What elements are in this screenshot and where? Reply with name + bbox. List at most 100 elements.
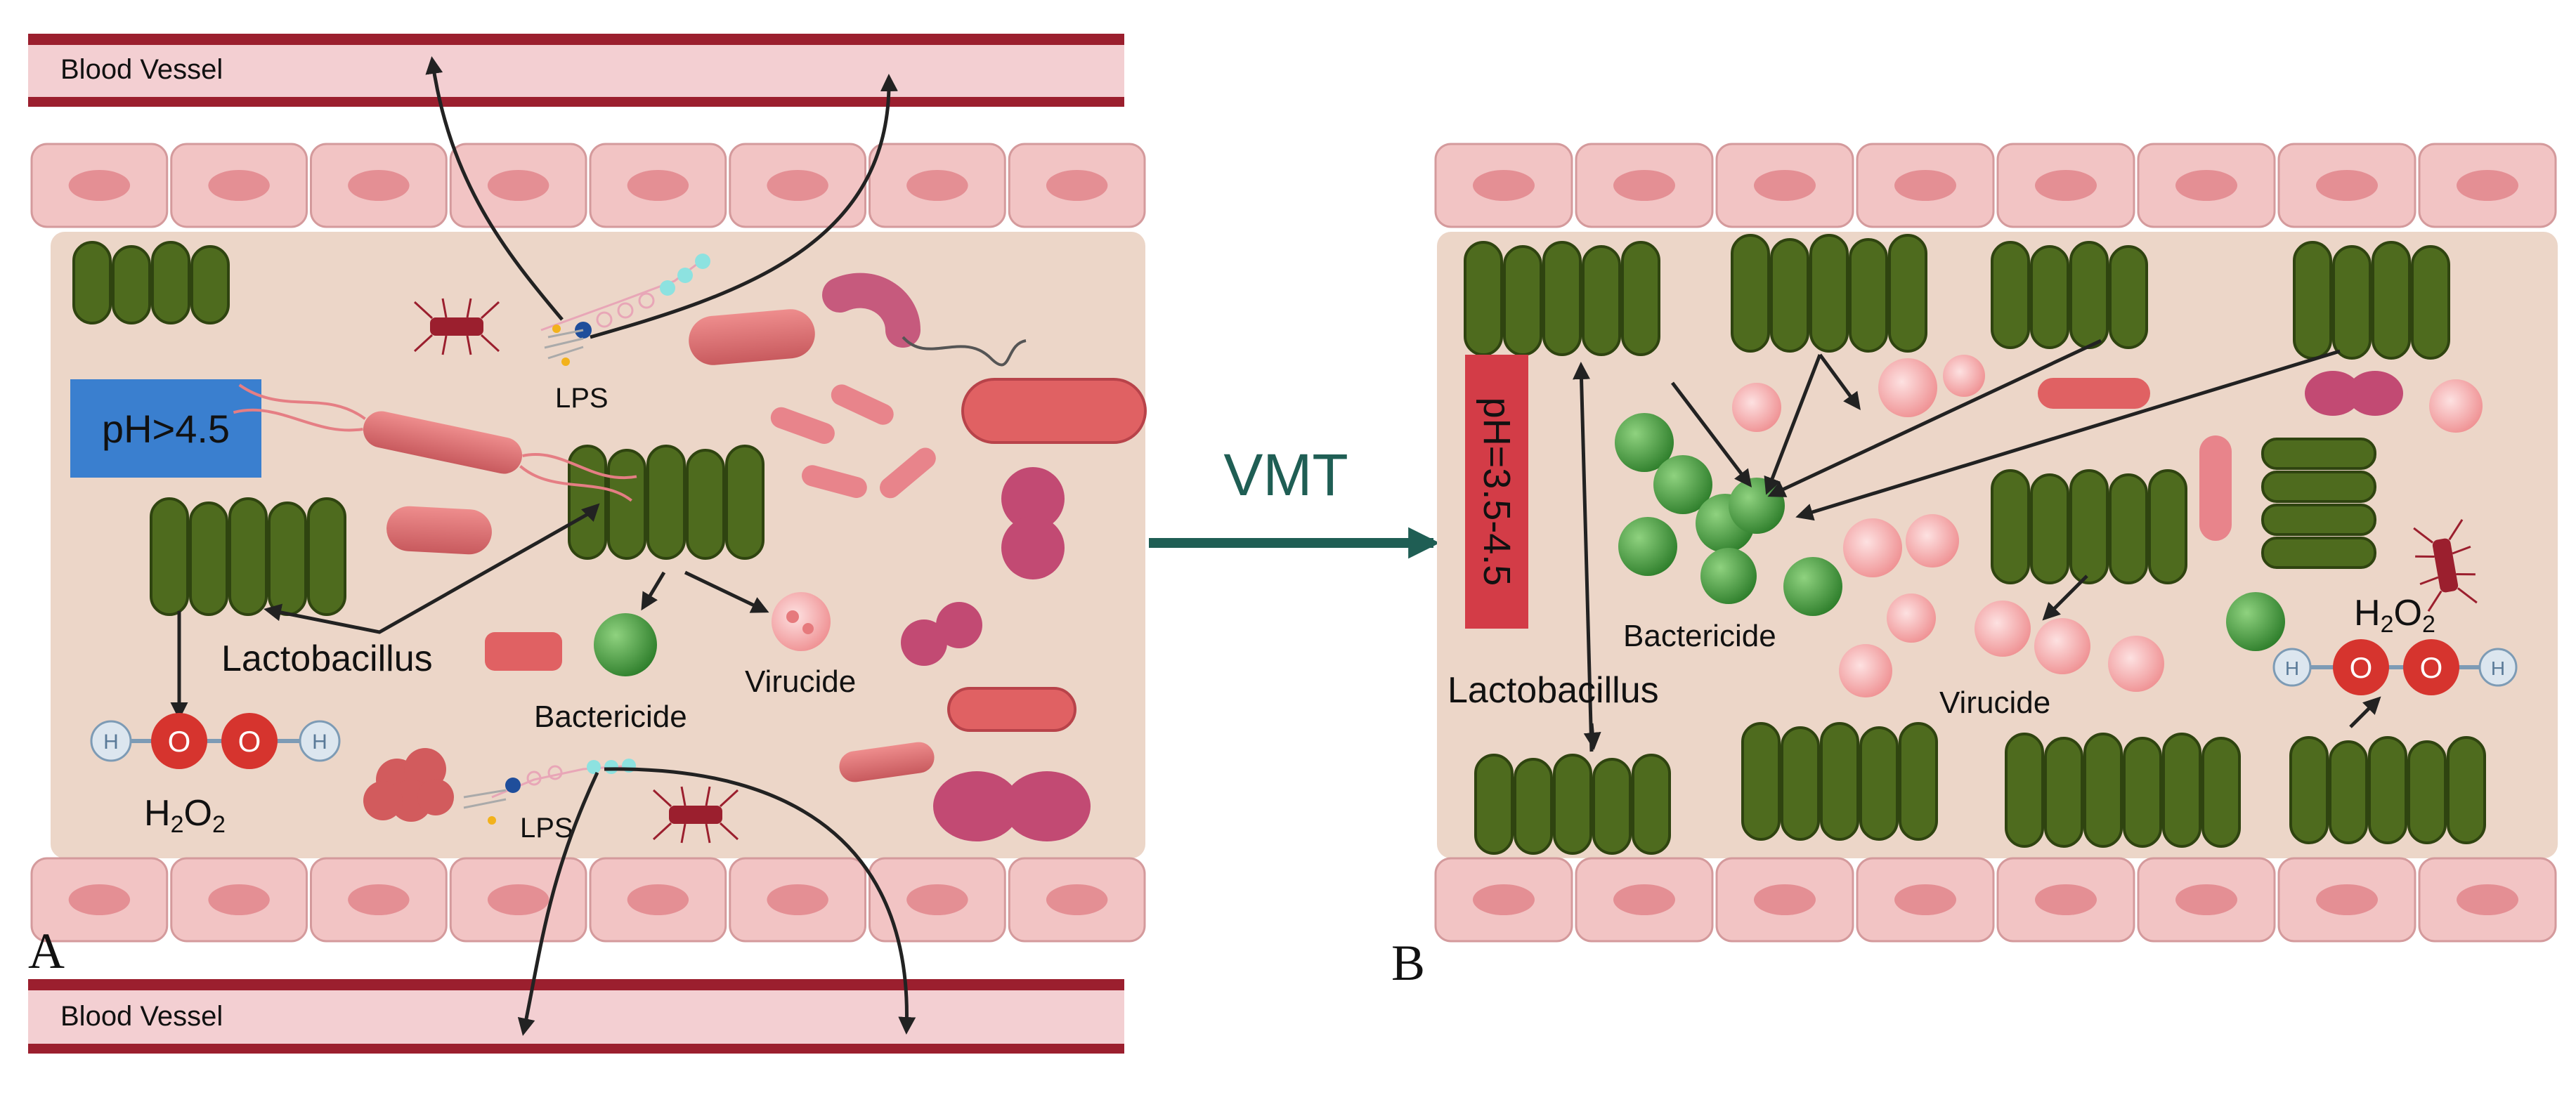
lactobacillus-rod — [2407, 740, 2447, 844]
virucide-cluster-b: Virucide — [1732, 355, 2483, 720]
h2o2-molecule-a: H O O H H2O2 — [90, 713, 341, 838]
blood-vessel-top: Blood Vessel — [28, 34, 1124, 107]
lactobacillus-rod — [2372, 241, 2411, 360]
ph-indicator-b: pH=3.5-4.5 — [1465, 355, 1528, 629]
epithelial-nucleus — [1754, 170, 1816, 201]
lactobacillus-cluster-b8 — [2005, 733, 2241, 848]
lactobacillus-rod — [1809, 234, 1849, 353]
ph-label-a: pH>4.5 — [102, 407, 230, 451]
h2o2-formula-b: H2O2 — [2354, 593, 2435, 638]
lactobacillus-rod — [1621, 241, 1660, 356]
lactobacillus-cluster-b2 — [1731, 234, 1927, 353]
epithelial-nucleus — [2175, 170, 2237, 201]
lactobacillus-rod — [1820, 722, 1859, 841]
epithelium-top-b — [1434, 143, 2557, 228]
epithelial-nucleus — [68, 884, 131, 915]
lactobacillus-rod — [2447, 736, 2486, 844]
lactobacillus-rod — [2005, 733, 2044, 848]
epithelial-nucleus — [68, 170, 131, 201]
lactobacillus-rod — [568, 445, 607, 560]
epithelial-nucleus — [906, 884, 968, 915]
lactobacillus-rod — [1503, 245, 1542, 356]
lactobacillus-rod — [1632, 754, 1671, 855]
lactobacillus-rod — [1542, 241, 1582, 356]
epithelial-nucleus — [2457, 170, 2518, 201]
h2o2-atom-o2-a: O — [238, 725, 261, 758]
lactobacillus-rod — [228, 497, 268, 616]
bacterium-spiky-rod-2 — [386, 506, 492, 555]
epithelial-nucleus — [1613, 884, 1675, 915]
lactobacillus-rod — [1474, 754, 1514, 855]
bactericide-cluster-b: Bactericide — [1615, 413, 2285, 653]
bacterium-spiky-small-top — [413, 298, 500, 355]
lps-label-top: LPS — [555, 383, 609, 414]
panel-label-a: A — [28, 923, 65, 979]
lactobacillus-rod — [1592, 758, 1632, 855]
lactobacillus-rod — [686, 449, 725, 560]
lactobacillus-rod — [72, 241, 112, 324]
epithelial-nucleus — [1894, 884, 1956, 915]
lactobacillus-rod — [1770, 238, 1809, 353]
bactericide-label-b: Bactericide — [1623, 619, 1776, 653]
lactobacillus-rod — [646, 445, 686, 560]
virucide-label-a: Virucide — [745, 664, 856, 699]
bacterium-diplococcus-2 — [901, 602, 982, 666]
blood-vessel-bottom-label: Blood Vessel — [60, 1001, 223, 1032]
arrows-panel-a — [170, 56, 916, 1036]
lactobacillus-cluster-b9 — [2289, 736, 2486, 844]
lactobacillus-rod — [2123, 737, 2162, 848]
bacterium-rod-b1 — [2038, 378, 2150, 409]
epithelial-nucleus — [2316, 884, 2378, 915]
lactobacillus-cluster-b3 — [1991, 241, 2148, 349]
epithelial-nucleus — [627, 884, 689, 915]
lactobacillus-cluster-b7 — [1741, 722, 1938, 841]
lactobacillus-cluster-a2 — [150, 497, 346, 616]
bacterium-clump — [363, 748, 454, 822]
epithelial-nucleus — [487, 170, 549, 201]
epithelial-nucleus — [767, 170, 828, 201]
virucide-a: Virucide — [745, 592, 856, 699]
epithelial-nucleus — [2035, 884, 2097, 915]
lactobacillus-rod — [2162, 733, 2201, 848]
bacterium-small-rod-3 — [802, 465, 867, 499]
ph-label-b: pH=3.5-4.5 — [1476, 398, 1518, 586]
lactobacillus-rod — [1582, 245, 1621, 356]
epithelial-nucleus — [1046, 884, 1108, 915]
epithelium-top — [30, 143, 1146, 228]
virucide-label-b: Virucide — [1939, 686, 2050, 720]
blood-vessel-top-label: Blood Vessel — [60, 54, 223, 85]
lactobacillus-cluster-b1 — [1464, 241, 1660, 356]
lactobacillus-rod — [1731, 234, 1770, 353]
lactobacillus-rod — [2069, 469, 2109, 584]
lactobacillus-cluster-a1 — [72, 241, 230, 324]
epithelium-bottom-b — [1434, 857, 2557, 943]
lactobacillus-rod — [2289, 736, 2329, 844]
lactobacillus-rod — [2044, 737, 2083, 848]
lactobacillus-rod — [307, 497, 346, 616]
lactobacillus-rod — [2332, 245, 2372, 360]
lactobacillus-rod — [2083, 733, 2123, 848]
bacterium-vibrio — [822, 273, 1027, 367]
bacteria-group-b — [2038, 371, 2478, 612]
bacterium-diplococcus-b — [2305, 371, 2403, 416]
vmt-label: VMT — [1223, 442, 1348, 508]
epithelium-bottom — [30, 857, 1146, 943]
lactobacillus-cluster-a3 — [568, 445, 765, 560]
epithelial-nucleus — [2316, 170, 2378, 201]
epithelial-nucleus — [767, 884, 828, 915]
bacterium-diplococcus-1 — [1001, 467, 1065, 579]
bacterium-spiky-rod-1 — [689, 309, 815, 365]
epithelial-nucleus — [2457, 884, 2518, 915]
h2o2-atom-o1-b: O — [2350, 651, 2373, 684]
bacterium-diplococcus-3 — [933, 771, 1091, 841]
h2o2-atom-o2-b: O — [2420, 651, 2443, 684]
bacteria-group-a — [233, 273, 1147, 844]
lactobacillus-rod — [1888, 234, 1927, 353]
epithelial-nucleus — [1473, 884, 1535, 915]
lps-label-bottom: LPS — [520, 813, 573, 844]
bacterium-rod-large — [961, 378, 1147, 444]
epithelial-nucleus — [2035, 170, 2097, 201]
lactobacillus-cluster-b6 — [1474, 754, 1671, 855]
vmt-transition: VMT — [1149, 442, 1440, 559]
